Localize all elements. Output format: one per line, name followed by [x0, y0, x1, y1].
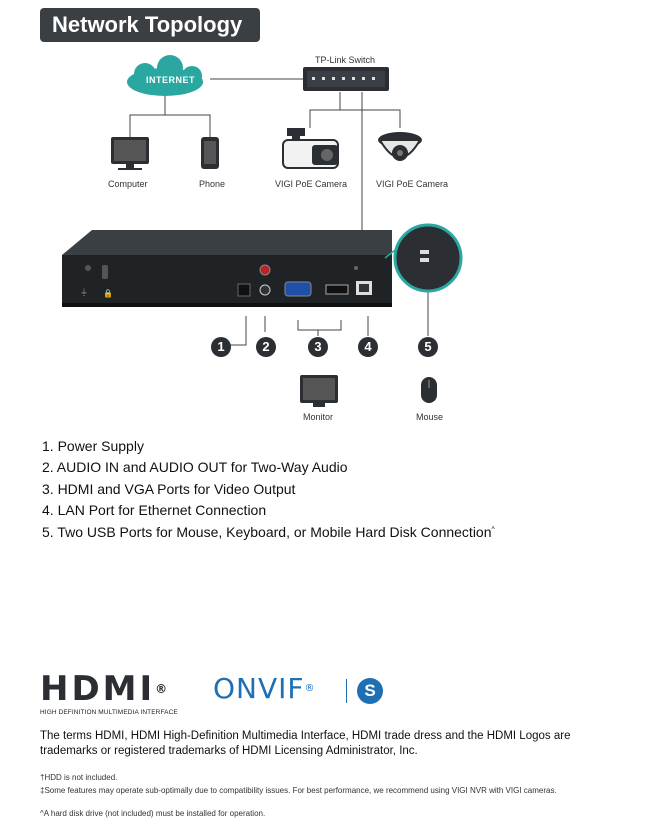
computer-icon [111, 137, 149, 170]
nvr-device-icon: ⏚ 🔒 [62, 230, 392, 307]
port-number-1: 1 [211, 337, 231, 357]
onvif-logo: ONVIF® [213, 673, 316, 705]
footnote-2: ‡Some features may operate sub-optimally… [40, 786, 557, 795]
onvif-reg-mark: ® [304, 683, 316, 694]
feature-item-5-text: 5. Two USB Ports for Mouse, Keyboard, or… [42, 524, 492, 540]
mouse-icon [421, 377, 437, 403]
feature-item-5-sup: ^ [491, 526, 495, 534]
port-number-4: 4 [358, 337, 378, 357]
feature-item-3: 3. HDMI and VGA Ports for Video Output [42, 481, 296, 497]
feature-item-1: 1. Power Supply [42, 438, 144, 454]
monitor-icon [300, 375, 338, 407]
onvif-logo-text: ONVIF [213, 672, 305, 705]
hdmi-reg-mark: ® [155, 682, 171, 696]
turret-camera-label: VIGI PoE Camera [376, 179, 449, 189]
network-diagram: ⏚ 🔒 [62, 55, 463, 407]
usb-zoom-callout [384, 223, 463, 336]
footnote-1: †HDD is not included. [40, 773, 118, 782]
hdmi-subtitle: HIGH DEFINITION MULTIMEDIA INTERFACE [40, 709, 178, 716]
mouse-label: Mouse [416, 412, 444, 422]
onvif-profile-s-badge: S [357, 678, 383, 704]
feature-item-5: 5. Two USB Ports for Mouse, Keyboard, or… [42, 524, 495, 540]
phone-label: Phone [199, 179, 226, 189]
internet-label: INTERNET [146, 75, 195, 85]
page-title: Network Topology [40, 8, 260, 42]
svg-text:⏚: ⏚ [80, 288, 88, 297]
port-number-5: 5 [418, 337, 438, 357]
bullet-camera-label: VIGI PoE Camera [275, 179, 348, 189]
svg-text:🔒: 🔒 [103, 289, 113, 298]
phone-icon [201, 137, 219, 169]
port-number-3: 3 [308, 337, 328, 357]
computer-label: Computer [108, 179, 148, 189]
footnote-3: ^A hard disk drive (not included) must b… [40, 809, 266, 818]
logo-divider [346, 679, 347, 703]
turret-camera-icon [378, 132, 422, 161]
trademark-notice: The terms HDMI, HDMI High-Definition Mul… [40, 730, 571, 757]
port-number-2: 2 [256, 337, 276, 357]
switch-label: TP-Link Switch [315, 55, 376, 65]
internet-cloud-icon [127, 55, 203, 96]
feature-item-4: 4. LAN Port for Ethernet Connection [42, 502, 267, 518]
feature-item-2: 2. AUDIO IN and AUDIO OUT for Two-Way Au… [42, 459, 348, 475]
monitor-label: Monitor [303, 412, 334, 422]
hdmi-logo: HDMI® [40, 672, 170, 706]
switch-icon [303, 67, 389, 91]
hdmi-logo-text: HDMI [40, 669, 156, 709]
bullet-camera-icon [282, 128, 339, 169]
